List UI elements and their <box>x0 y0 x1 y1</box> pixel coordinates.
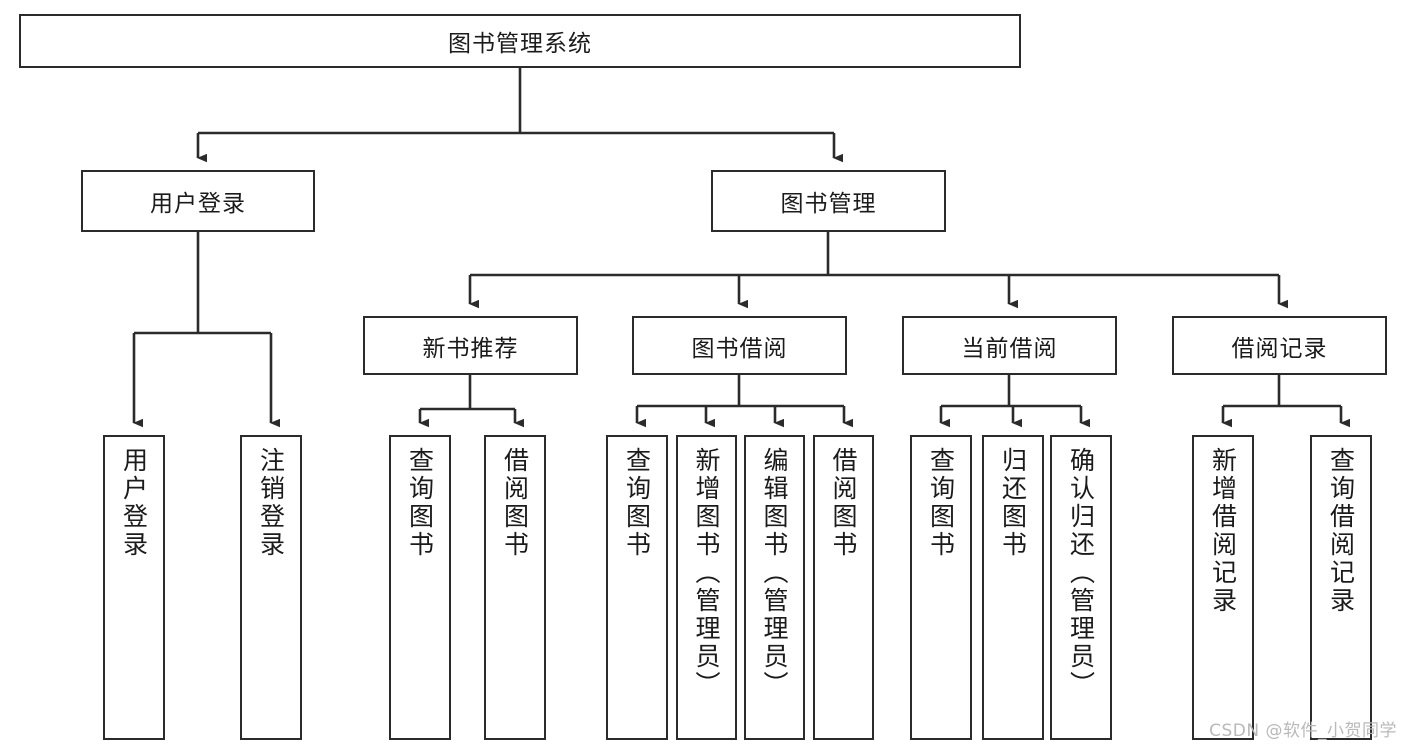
node-current-borrow-label: 当前借阅 <box>961 335 1058 362</box>
leaf-label: 确认归还（管理员） <box>1066 447 1096 699</box>
leaf-label: 借阅图书 <box>500 447 530 559</box>
leaf-add-borrow-record[interactable]: 新增借阅记录 <box>1192 435 1254 740</box>
node-new-book-recommend-label: 新书推荐 <box>422 335 519 362</box>
node-user-login[interactable]: 用户登录 <box>81 170 315 232</box>
leaf-user-login[interactable]: 用户登录 <box>103 435 165 740</box>
leaf-borrow-book[interactable]: 借阅图书 <box>813 435 874 740</box>
node-book-borrow[interactable]: 图书借阅 <box>632 316 847 375</box>
leaf-query-book-borrow[interactable]: 查询图书 <box>606 435 668 740</box>
leaf-label: 注销登录 <box>256 447 286 559</box>
leaf-label: 归还图书 <box>998 447 1028 559</box>
leaf-label: 查询图书 <box>405 447 435 559</box>
leaf-label: 编辑图书（管理员） <box>760 447 789 699</box>
leaf-label: 查询借阅记录 <box>1326 447 1356 615</box>
leaf-label: 查询图书 <box>926 447 956 559</box>
leaf-logout[interactable]: 注销登录 <box>240 435 302 740</box>
node-current-borrow[interactable]: 当前借阅 <box>902 316 1117 375</box>
node-book-management[interactable]: 图书管理 <box>711 170 946 232</box>
leaf-query-book-current[interactable]: 查询图书 <box>910 435 972 740</box>
watermark: CSDN @软件_小贺同学 <box>1209 721 1397 741</box>
node-root[interactable]: 图书管理系统 <box>19 14 1021 68</box>
node-borrow-record-label: 借阅记录 <box>1231 335 1328 362</box>
leaf-borrow-book-recommend[interactable]: 借阅图书 <box>484 435 546 740</box>
node-root-label: 图书管理系统 <box>448 31 592 57</box>
leaf-add-book-admin[interactable]: 新增图书（管理员） <box>676 435 737 740</box>
node-user-login-label: 用户登录 <box>150 191 246 217</box>
node-borrow-record[interactable]: 借阅记录 <box>1172 316 1387 375</box>
node-book-management-label: 图书管理 <box>780 191 877 217</box>
leaf-label: 新增借阅记录 <box>1208 447 1238 615</box>
leaf-query-borrow-record[interactable]: 查询借阅记录 <box>1310 435 1372 740</box>
leaf-confirm-return-admin[interactable]: 确认归还（管理员） <box>1050 435 1112 740</box>
leaf-label: 用户登录 <box>119 447 149 559</box>
node-new-book-recommend[interactable]: 新书推荐 <box>363 316 578 375</box>
leaf-query-book-recommend[interactable]: 查询图书 <box>389 435 451 740</box>
leaf-label: 新增图书（管理员） <box>692 447 721 699</box>
leaf-edit-book-admin[interactable]: 编辑图书（管理员） <box>744 435 805 740</box>
node-book-borrow-label: 图书借阅 <box>691 335 788 362</box>
leaf-label: 查询图书 <box>622 447 652 559</box>
leaf-label: 借阅图书 <box>829 447 858 559</box>
leaf-return-book[interactable]: 归还图书 <box>982 435 1044 740</box>
